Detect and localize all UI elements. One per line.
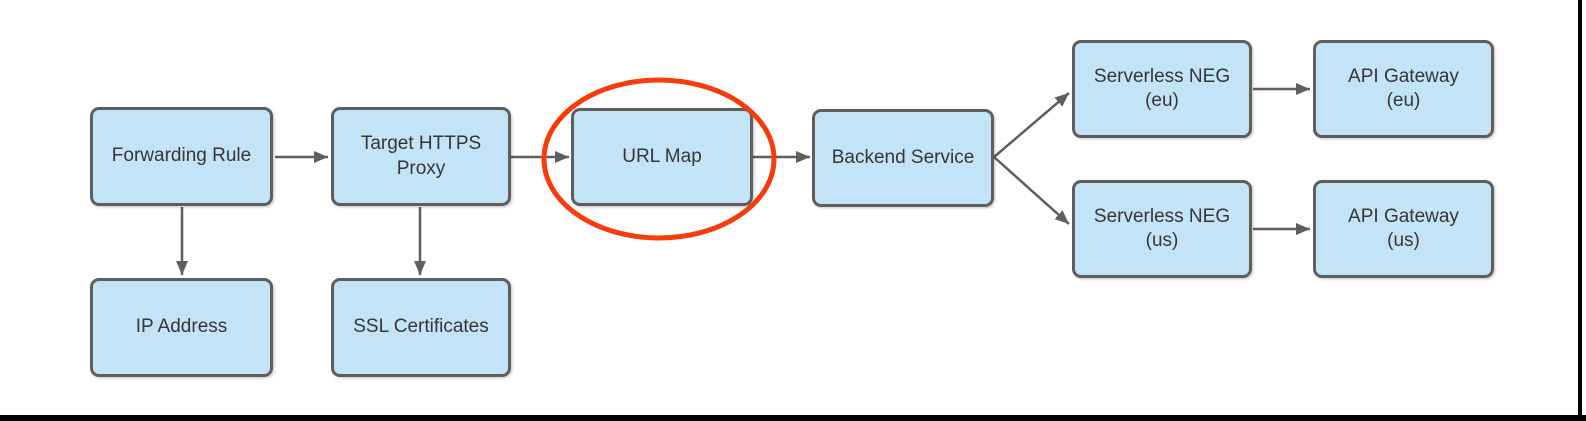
node-url-map: URL Map xyxy=(571,108,753,206)
node-api-gateway-eu-label-line2: (eu) xyxy=(1386,90,1421,111)
node-ip-address: IP Address xyxy=(90,278,273,377)
node-backend-service-label: Backend Service xyxy=(831,146,975,168)
node-target-https-proxy-label-line1: Target HTTPS xyxy=(360,133,482,155)
node-api-gateway-eu: API Gateway (eu) xyxy=(1313,40,1494,138)
edge-backend-service-to-serverless-neg-eu xyxy=(993,92,1070,158)
node-forwarding-rule-label: Forwarding Rule xyxy=(111,145,252,167)
node-api-gateway-us-label-line1: API Gateway xyxy=(1348,205,1459,227)
node-ip-address-label: IP Address xyxy=(135,316,228,338)
node-ssl-certificates-label: SSL Certificates xyxy=(353,316,489,338)
node-target-https-proxy-label-line2: Proxy xyxy=(396,157,446,179)
node-api-gateway-us: API Gateway (us) xyxy=(1313,180,1494,278)
node-serverless-neg-eu-label-line1: Serverless NEG xyxy=(1093,65,1231,87)
edge-backend-service-to-serverless-neg-us xyxy=(993,156,1070,225)
node-url-map-label: URL Map xyxy=(622,145,702,167)
node-serverless-neg-us-label-line1: Serverless NEG xyxy=(1093,205,1231,227)
node-serverless-neg-us: Serverless NEG (us) xyxy=(1072,180,1252,278)
node-api-gateway-eu-label-line1: API Gateway xyxy=(1348,65,1459,87)
node-serverless-neg-eu: Serverless NEG (eu) xyxy=(1072,40,1252,138)
node-ssl-certificates: SSL Certificates xyxy=(331,278,511,377)
node-forwarding-rule: Forwarding Rule xyxy=(90,107,273,206)
node-serverless-neg-us-label-line2: (us) xyxy=(1145,230,1179,251)
window-edge-bottom xyxy=(0,415,1586,421)
node-api-gateway-us-label-line2: (us) xyxy=(1387,230,1420,251)
node-target-https-proxy: Target HTTPS Proxy xyxy=(331,107,511,206)
window-edge-right xyxy=(1578,0,1582,421)
node-serverless-neg-eu-label-line2: (eu) xyxy=(1145,90,1179,111)
node-backend-service: Backend Service xyxy=(812,109,994,207)
